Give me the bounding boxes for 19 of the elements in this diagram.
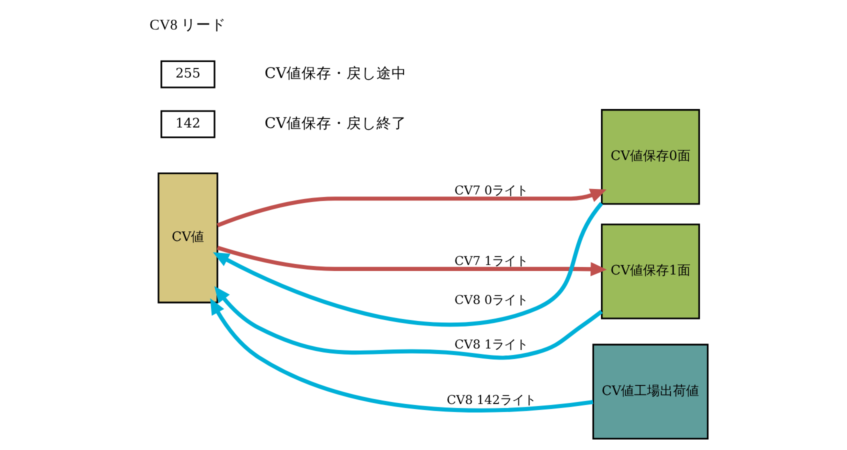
node-label: CV値保存・戻し終了 xyxy=(264,114,407,132)
arrow xyxy=(216,188,607,228)
edge-label: CV7 1ライト xyxy=(454,254,528,268)
node-box: CV値保存1面 xyxy=(600,224,700,320)
node-box: CV値 xyxy=(158,172,218,304)
node-box: CV値工場出荷値 xyxy=(592,344,709,440)
arrow xyxy=(210,298,594,412)
arrow xyxy=(214,286,603,360)
node-box: 255 xyxy=(160,60,216,88)
node-box: 142 xyxy=(160,110,216,138)
edge-label: CV8 0ライト xyxy=(454,293,528,308)
arrow xyxy=(212,202,604,327)
edge-label: CV7 0ライト xyxy=(454,184,528,198)
node-box: CV値保存0面 xyxy=(600,109,700,205)
arrow xyxy=(216,246,607,276)
label: CV8 リード xyxy=(150,18,226,34)
node-label: CV値保存・戻し途中 xyxy=(264,64,407,82)
edge-label: CV8 1ライト xyxy=(454,337,528,352)
edge-label: CV8 142ライト xyxy=(446,392,536,407)
